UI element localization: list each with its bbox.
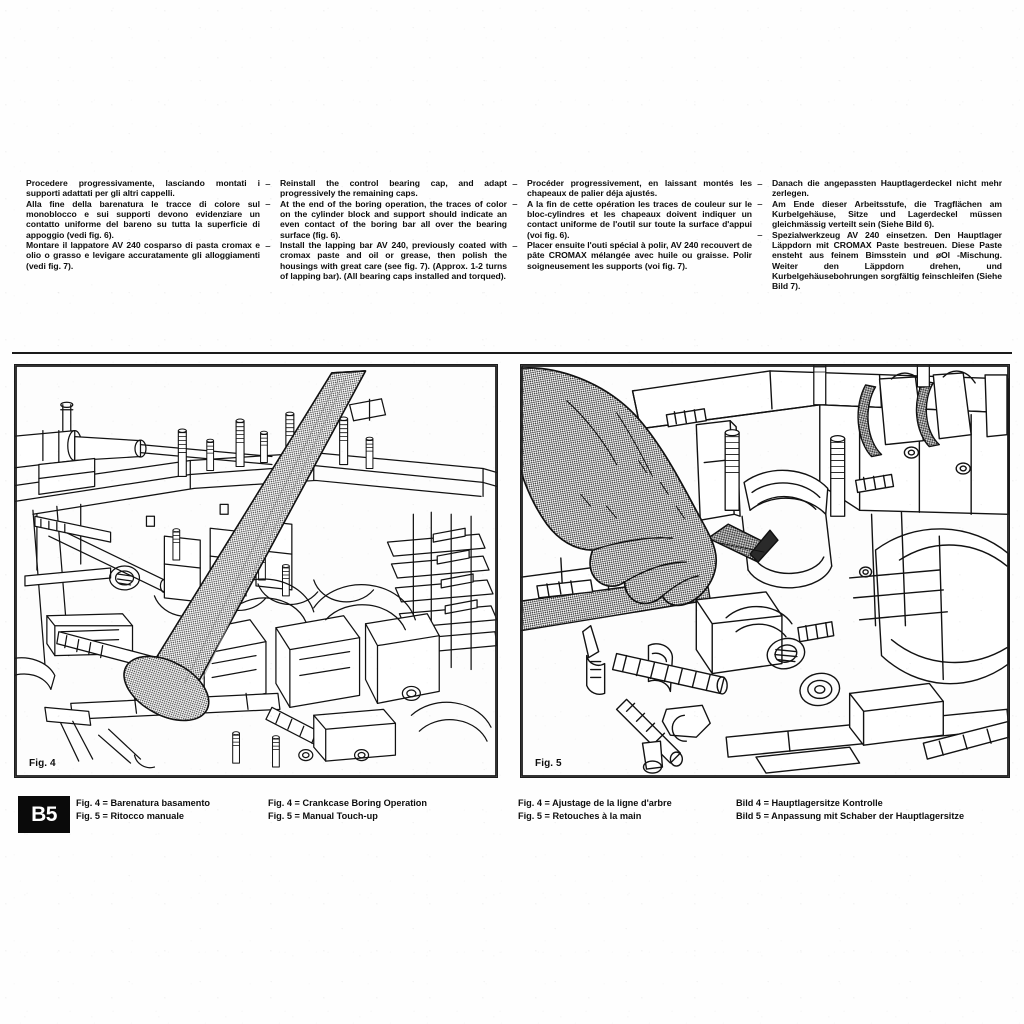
instruction-column-french: – Procéder progressivement, en laissant … bbox=[512, 178, 758, 292]
italian-paragraph-1: Procedere progressivamente, lasciando mo… bbox=[26, 178, 260, 199]
german-paragraph-2: Am Ende dieser Arbeitsstufe, die Tragflä… bbox=[772, 198, 1002, 230]
german-bullet-3: – Spezialwerkzeug AV 240 einsetzen. Den … bbox=[757, 229, 1002, 292]
caption-french-fig4: Fig. 4 = Ajustage de la ligne d'arbre bbox=[518, 798, 672, 808]
instruction-column-german: – Danach die angepassten Hauptlagerdecke… bbox=[757, 178, 1008, 292]
caption-strip: B5 Fig. 4 = Barenatura basamento Fig. 5 … bbox=[18, 796, 1014, 834]
caption-group-french: Fig. 4 = Ajustage de la ligne d'arbre Fi… bbox=[518, 797, 672, 823]
instruction-text-block: Procedere progressivamente, lasciando mo… bbox=[26, 178, 1008, 292]
french-paragraph-3: Placer ensuite l'outi spécial à polir, A… bbox=[527, 240, 752, 271]
dash-marker-icon: – bbox=[512, 178, 518, 189]
italian-paragraph-3: Montare il lappatore AV 240 cosparso di … bbox=[26, 240, 260, 271]
french-paragraph-2: A la fin de cette opération les traces d… bbox=[527, 198, 752, 240]
german-paragraph-1: Danach die angepassten Hauptlagerdeckel … bbox=[772, 178, 1002, 199]
manual-touchup-illustration bbox=[521, 365, 1009, 777]
caption-italian-fig4: Fig. 4 = Barenatura basamento bbox=[76, 798, 211, 808]
page-badge: B5 bbox=[18, 796, 70, 833]
dash-marker-icon: – bbox=[265, 178, 271, 189]
french-bullet-3: – Placer ensuite l'outi spécial à polir,… bbox=[512, 240, 752, 271]
english-bullet-3: – Install the lapping bar AV 240, previo… bbox=[265, 240, 507, 282]
boring-bar-shape bbox=[123, 370, 367, 722]
dash-marker-icon: – bbox=[757, 199, 763, 210]
english-paragraph-3: Install the lapping bar AV 240, previous… bbox=[280, 240, 507, 282]
caption-group-italian: Fig. 4 = Barenatura basamento Fig. 5 = R… bbox=[76, 797, 210, 823]
instruction-column-english: – Reinstall the control bearing cap, and… bbox=[265, 178, 513, 292]
caption-french-fig5: Fig. 5 = Retouches à la main bbox=[518, 811, 642, 822]
caption-group-german: Bild 4 = Hauptlagersitze Kontrolle Bild … bbox=[736, 797, 964, 823]
hand-shape bbox=[521, 367, 718, 607]
figure-label-fig5: Fig. 5 bbox=[533, 758, 564, 769]
french-bullet-1: – Procéder progressivement, en laissant … bbox=[512, 178, 752, 199]
caption-english-fig5: Fig. 5 = Manual Touch-up bbox=[268, 811, 378, 822]
english-paragraph-2: At the end of the boring operation, the … bbox=[280, 198, 507, 240]
caption-german-fig4: Bild 4 = Hauptlagersitze Kontrolle bbox=[736, 798, 883, 808]
dash-marker-icon: – bbox=[265, 199, 271, 210]
german-bullet-1: – Danach die angepassten Hauptlagerdecke… bbox=[757, 178, 1002, 199]
figure-label-fig4: Fig. 4 bbox=[27, 758, 58, 769]
german-bullet-2: – Am Ende dieser Arbeitsstufe, die Tragf… bbox=[757, 198, 1002, 230]
crankcase-boring-illustration bbox=[15, 365, 497, 777]
section-divider bbox=[12, 352, 1012, 354]
dash-marker-icon: – bbox=[265, 240, 271, 251]
dash-marker-icon: – bbox=[512, 199, 518, 210]
french-bullet-2: – A la fin de cette opération les traces… bbox=[512, 198, 752, 240]
english-paragraph-1: Reinstall the control bearing cap, and a… bbox=[280, 178, 507, 199]
figure-panel-fig4: Fig. 4 bbox=[14, 364, 498, 778]
caption-english-fig4: Fig. 4 = Crankcase Boring Operation bbox=[268, 798, 428, 808]
figure-panel-fig5: Fig. 5 bbox=[520, 364, 1010, 778]
instruction-column-italian: Procedere progressivamente, lasciando mo… bbox=[26, 178, 266, 292]
caption-italian-fig5: Fig. 5 = Ritocco manuale bbox=[76, 811, 184, 822]
dash-marker-icon: – bbox=[512, 240, 518, 251]
figure-row: Fig. 4 bbox=[14, 364, 1010, 778]
dash-marker-icon: – bbox=[757, 178, 763, 189]
caption-german-fig5: Bild 5 = Anpassung mit Schaber der Haupt… bbox=[736, 811, 965, 822]
french-paragraph-1: Procéder progressivement, en laissant mo… bbox=[527, 178, 752, 199]
italian-paragraph-2: Alla fine della barenatura le tracce di … bbox=[26, 198, 260, 240]
english-bullet-2: – At the end of the boring operation, th… bbox=[265, 198, 507, 240]
caption-group-english: Fig. 4 = Crankcase Boring Operation Fig.… bbox=[268, 797, 427, 823]
english-bullet-1: – Reinstall the control bearing cap, and… bbox=[265, 178, 507, 199]
dash-marker-icon: – bbox=[757, 230, 763, 241]
german-paragraph-3: Spezialwerkzeug AV 240 einsetzen. Den Ha… bbox=[772, 229, 1002, 292]
